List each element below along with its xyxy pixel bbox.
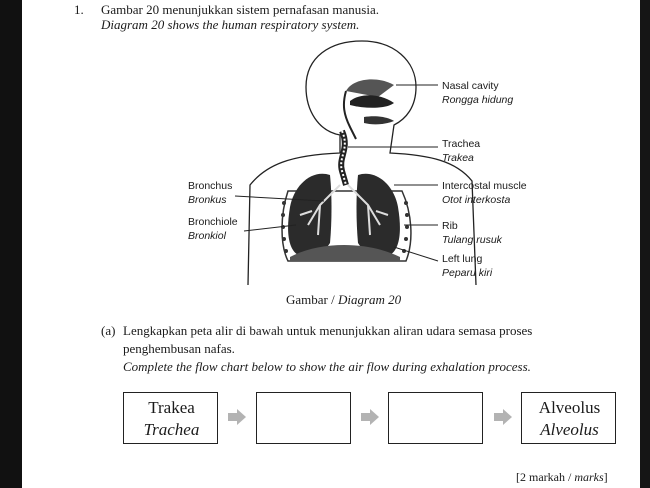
flow-box-alveolus: Alveolus Alveolus [521, 392, 616, 444]
flow-arrow-3-icon [494, 409, 512, 425]
label-left-lung: Left lung [442, 253, 482, 265]
label-trachea: Trachea [442, 138, 480, 150]
mouth [364, 116, 394, 125]
label-rib: Rib [442, 220, 458, 232]
part-a-instruction-malay-1: Lengkapkan peta alir di bawah untuk menu… [123, 323, 533, 338]
question-title: Gambar 20 menunjukkan sistem pernafasan … [101, 2, 379, 17]
flow-box-answer-2[interactable] [388, 392, 483, 444]
label-bronkus: Bronkus [188, 194, 227, 206]
label-intercostal-muscle: Intercostal muscle [442, 180, 527, 192]
right-lung [288, 173, 332, 257]
right-border [640, 0, 650, 488]
marks-close: ] [603, 470, 608, 484]
flow-box-1-malay: Trakea [148, 398, 195, 417]
diaphragm [290, 245, 400, 261]
flow-box-trachea: Trakea Trachea [123, 392, 218, 444]
label-otot-interkosta: Otot interkosta [442, 194, 510, 206]
question-intro: Diagram 20 shows the human respiratory s… [101, 17, 360, 32]
left-border [0, 0, 22, 488]
label-bronkiol: Bronkiol [188, 230, 227, 242]
pointer-lines [234, 84, 439, 262]
label-bronchiole: Bronchiole [188, 216, 238, 228]
label-trakea: Trakea [442, 152, 474, 164]
flow-arrow-1-icon [228, 409, 246, 425]
label-peparu-kiri: Peparu kiri [442, 267, 493, 279]
flow-box-4-malay: Alveolus [538, 398, 601, 417]
nasal-cavity-passage [350, 95, 394, 108]
label-nasal-cavity: Nasal cavity [442, 80, 499, 92]
caption-english: Diagram 20 [337, 292, 402, 307]
marks-malay: [2 markah / [516, 470, 575, 484]
nasal-cavity [346, 79, 394, 97]
diagram-caption: Gambar / Diagram 20 [286, 292, 401, 308]
flow-box-answer-1[interactable] [256, 392, 351, 444]
flow-box-1-english: Trachea [143, 420, 200, 439]
bronchi [299, 184, 389, 236]
respiratory-system-diagram: Nasal cavity Rongga hidung Trachea Trake… [188, 40, 527, 286]
label-rongga-hidung: Rongga hidung [442, 94, 513, 106]
caption-malay: Gambar / [286, 292, 338, 307]
label-tulang-rusuk: Tulang rusuk [442, 234, 503, 246]
marks-allocation: [2 markah / marks] [516, 470, 608, 485]
left-lung [356, 173, 400, 257]
question-number: 1. [74, 2, 84, 17]
body-outline [247, 40, 477, 286]
marks-english: marks [574, 470, 604, 484]
part-a-instruction-malay-2: penghembusan nafas. [123, 341, 235, 356]
flow-box-4-english: Alveolus [540, 420, 599, 439]
flow-arrow-2-icon [361, 409, 379, 425]
trachea [338, 129, 349, 186]
part-a-label: (a) [101, 323, 116, 338]
part-a-instruction-english: Complete the flow chart below to show th… [123, 359, 531, 374]
label-bronchus: Bronchus [188, 180, 232, 192]
